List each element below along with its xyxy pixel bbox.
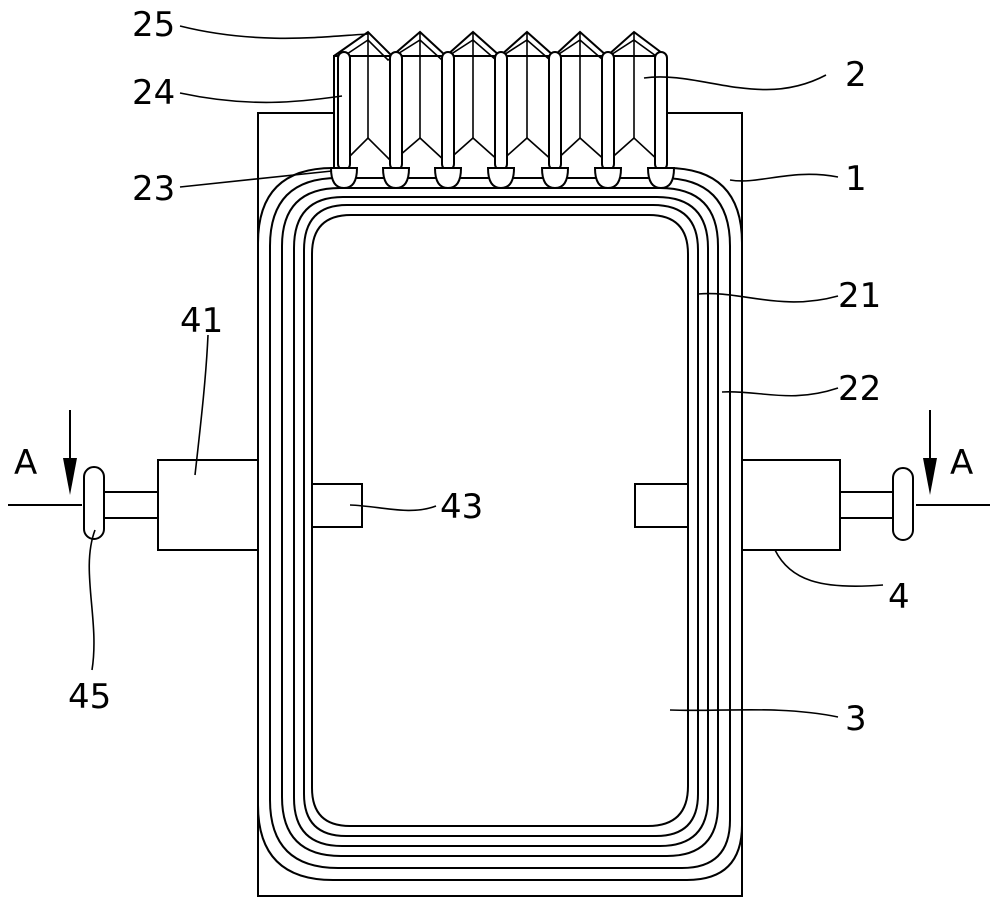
leader-lines (88, 25, 884, 718)
label-21: 21 (838, 276, 881, 316)
label-2: 2 (845, 55, 867, 95)
right-clamp-assembly (741, 459, 914, 551)
label-3: 3 (845, 699, 867, 739)
label-4: 4 (888, 577, 910, 617)
section-label-left: A (14, 443, 37, 483)
comb-joints-23 (329, 167, 676, 190)
label-43: 43 (440, 487, 483, 527)
right-clamp-rod (839, 491, 894, 519)
section-line-right (916, 410, 990, 506)
frame-middle-21 (281, 187, 719, 857)
left-clamp-assembly (83, 459, 259, 551)
frame-outer-22 (257, 167, 743, 881)
label-41: 41 (180, 301, 223, 341)
inner-cavity-3 (303, 204, 699, 837)
left-clamp-rod (103, 491, 159, 519)
right-clamp-knob (892, 467, 914, 541)
comb-unit-2 (329, 30, 676, 190)
left-clamp-block (157, 459, 259, 551)
right-clamp-block (741, 459, 841, 551)
label-1: 1 (845, 159, 867, 199)
section-label-right: A (950, 443, 973, 483)
label-45: 45 (68, 677, 111, 717)
label-24: 24 (132, 73, 175, 113)
label-22: 22 (838, 369, 881, 409)
label-23: 23 (132, 169, 175, 209)
right-pad-43 (634, 483, 689, 528)
label-25: 25 (132, 5, 175, 45)
section-line-left (8, 410, 82, 506)
left-clamp-knob (83, 466, 105, 540)
